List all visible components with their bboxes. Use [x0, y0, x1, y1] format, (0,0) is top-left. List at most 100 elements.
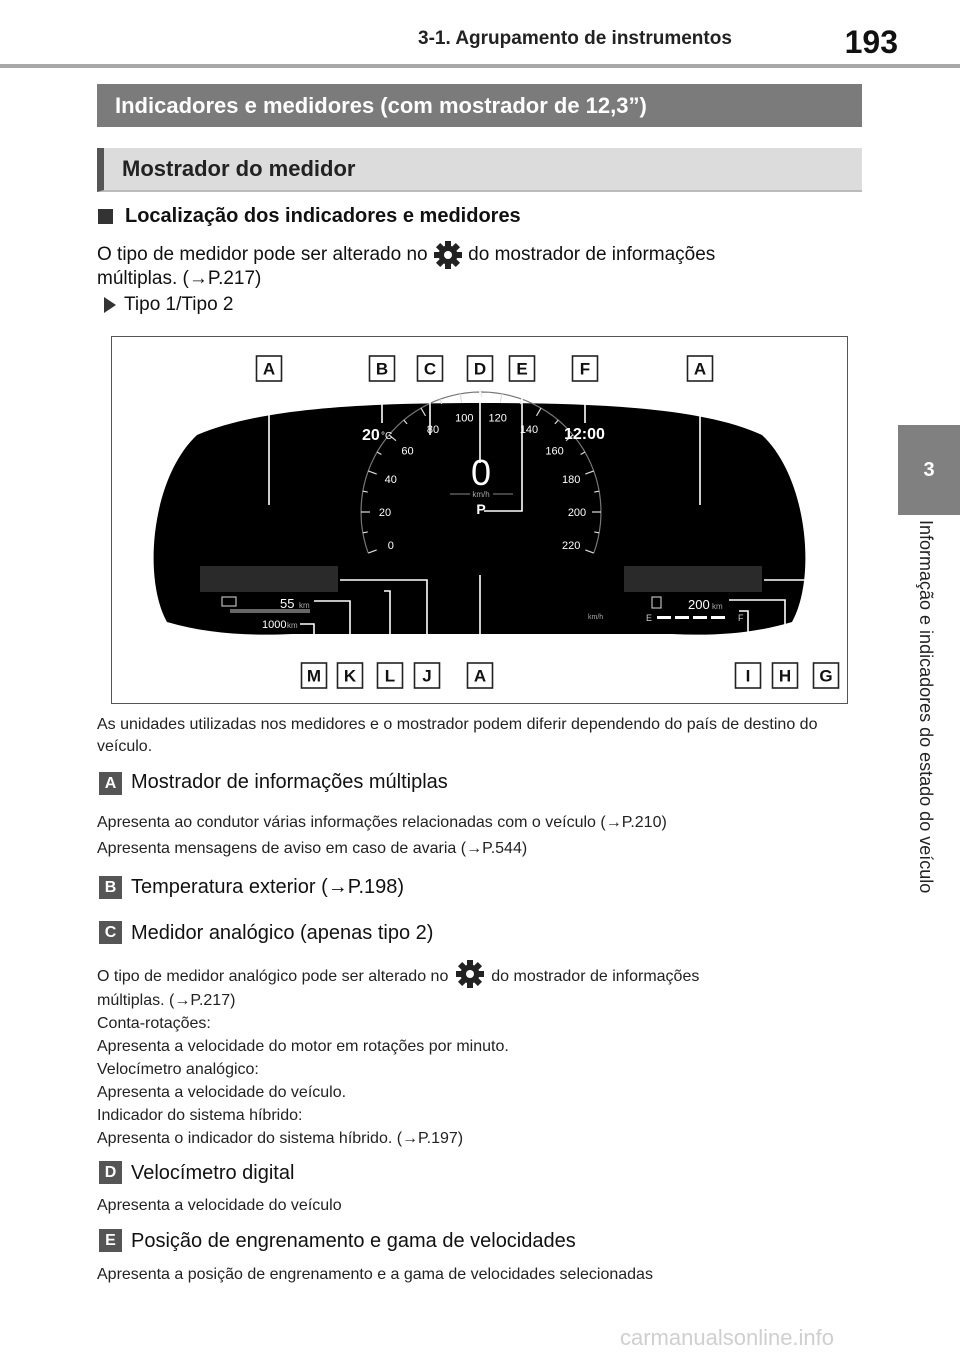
svg-text:K: K: [344, 667, 357, 686]
item-title-a: Mostrador de informações múltiplas: [131, 771, 448, 793]
gauge-tick-label: 200: [568, 507, 586, 519]
trip-unit: km: [299, 601, 310, 610]
svg-text:A: A: [694, 360, 706, 379]
svg-text:G: G: [819, 667, 832, 686]
variant-label: Tipo 1/Tipo 2: [124, 294, 234, 315]
svg-text:C: C: [424, 360, 436, 379]
item-desc-c-3: Conta-rotações:: [97, 1015, 211, 1032]
item-desc-c-1: O tipo de medidor analógico pode ser alt…: [97, 960, 700, 989]
intro-text-after: do mostrador de informações: [468, 244, 716, 266]
gear-icon: [433, 241, 462, 269]
gauge-tick-label: 220: [562, 540, 580, 552]
triangle-bullet-icon: [104, 297, 116, 313]
chapter-tab-title: Informação e indicadores do estado do ve…: [915, 520, 945, 1280]
callout-e: E: [508, 355, 536, 382]
item-title-c: Medidor analógico (apenas tipo 2): [131, 922, 434, 944]
gauge-tick: [594, 490, 600, 493]
watermark: carmanualsonline.info: [620, 1325, 835, 1350]
fuel-empty-label: E: [646, 613, 652, 623]
fuel-full-label: F: [738, 613, 744, 623]
item-desc-c-2: múltiplas. (→P.217): [97, 992, 236, 1009]
item-desc-c-6: Apresenta a velocidade do veículo.: [97, 1084, 347, 1101]
gauge-tick: [585, 549, 594, 554]
item-label-c: C: [99, 921, 122, 944]
svg-text:J: J: [422, 667, 431, 686]
callout-f: F: [571, 355, 599, 382]
item-label-a: A: [99, 772, 122, 795]
callout-m: M: [300, 662, 328, 689]
gauge-tick-label: 160: [545, 445, 563, 457]
callout-a: A: [255, 355, 283, 382]
gauge-tick: [554, 419, 559, 425]
left-info-display: [200, 566, 338, 592]
outside-temp-unit: °C: [381, 431, 392, 442]
item-label-e: E: [99, 1229, 122, 1252]
gauge-tick-label: 100: [455, 412, 473, 424]
svg-text:F: F: [580, 360, 590, 379]
gauge-tick-label: 120: [488, 412, 506, 424]
gauge-tick-label: 0: [388, 540, 394, 552]
header-divider: [0, 64, 960, 68]
speed-scale-unit: km/h: [588, 614, 603, 621]
fuel-pump-icon: [651, 596, 662, 609]
page-number: 193: [844, 24, 898, 60]
item-desc-c-after: do mostrador de informações: [491, 968, 700, 986]
item-desc-c-before: O tipo de medidor analógico pode ser alt…: [97, 968, 449, 986]
square-bullet-icon: [98, 209, 113, 224]
speed-unit: km/h: [472, 490, 489, 499]
callout-l: L: [376, 662, 404, 689]
gauge-tick-label: 60: [401, 445, 413, 457]
gear-icon: [455, 960, 484, 988]
gauge-tick-label: 80: [427, 424, 439, 436]
item-desc-c-7: Indicador do sistema híbrido:: [97, 1107, 303, 1124]
clock: 12:00: [564, 426, 605, 443]
callout-a: A: [686, 355, 714, 382]
trip-bar: [230, 609, 310, 613]
item-desc-c-5: Velocímetro analógico:: [97, 1061, 259, 1078]
item-title-d: Velocímetro digital: [131, 1162, 295, 1184]
section-heading: Localização dos indicadores e medidores: [125, 205, 521, 227]
chapter-tab-number: 3: [898, 425, 960, 515]
gauge-tick: [420, 407, 427, 417]
units-note: As unidades utilizadas nos medidores e o…: [97, 716, 818, 755]
gauge-tick: [565, 434, 574, 442]
odometer-value: 1000: [262, 619, 286, 631]
gauge-tick: [362, 531, 368, 534]
callout-leader-lines: [268, 381, 827, 663]
item-desc-a-1: Apresenta ao condutor várias informações…: [97, 814, 667, 831]
gauge-tick: [368, 470, 377, 475]
gauge-tick-label: 40: [385, 474, 397, 486]
trip-value: 55: [280, 596, 294, 611]
callout-j: J: [413, 662, 441, 689]
callout-i: I: [734, 662, 762, 689]
item-title-e: Posição de engrenamento e gama de veloci…: [131, 1230, 576, 1252]
callout-b: B: [368, 355, 396, 382]
odometer-unit: km: [287, 621, 298, 630]
intro-text-before: O tipo de medidor pode ser alterado no: [97, 244, 428, 266]
item-desc-c-4: Apresenta a velocidade do motor em rotaç…: [97, 1038, 509, 1055]
fuel-gauge-segments: [657, 616, 725, 619]
chapter-tab-title-text: Informação e indicadores do estado do ve…: [916, 520, 936, 894]
gauge-tick: [585, 470, 594, 475]
svg-text:A: A: [263, 360, 275, 379]
svg-text:D: D: [474, 360, 486, 379]
callout-k: K: [336, 662, 364, 689]
svg-text:E: E: [516, 360, 527, 379]
outside-temp: 20: [362, 427, 380, 444]
callout-d: D: [466, 355, 494, 382]
gauge-tick: [403, 419, 408, 425]
item-desc-e: Apresenta a posição de engrenamento e a …: [97, 1266, 653, 1283]
callout-a: A: [466, 662, 494, 689]
gauge-tick: [362, 490, 368, 493]
gauge-tick: [439, 399, 443, 405]
item-title-b: Temperatura exterior (→P.198): [131, 876, 405, 898]
right-info-display: [624, 566, 762, 592]
callout-c: C: [416, 355, 444, 382]
gauge-tick: [580, 451, 586, 456]
svg-text:L: L: [385, 667, 395, 686]
svg-text:M: M: [307, 667, 321, 686]
